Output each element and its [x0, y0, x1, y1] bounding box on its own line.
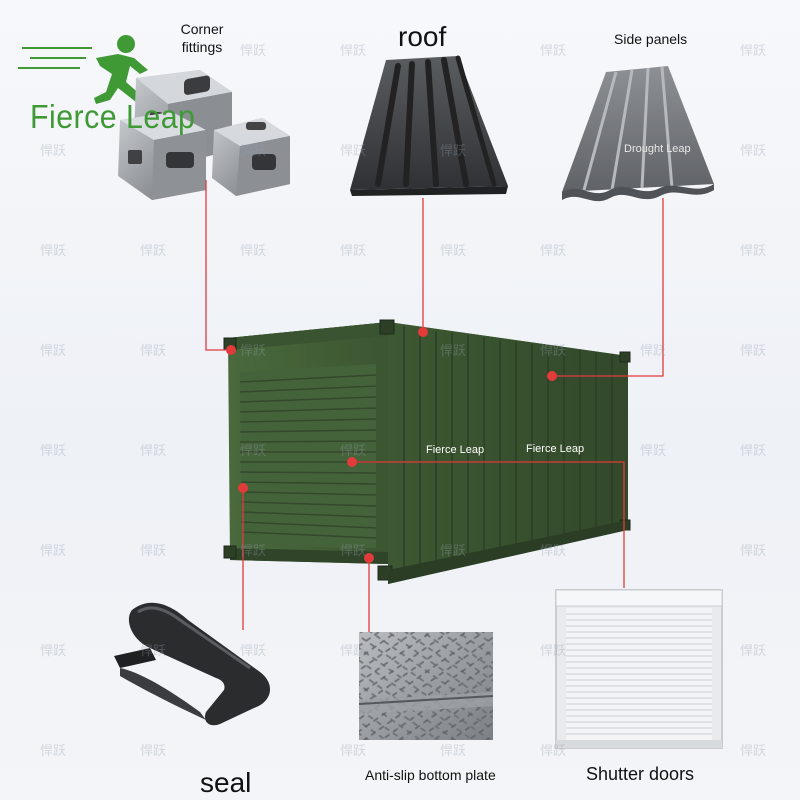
label-side-panels: Side panels — [614, 31, 688, 47]
watermark: 悍跃 — [240, 244, 267, 259]
watermark: 悍跃 — [640, 444, 667, 459]
watermark: 悍跃 — [40, 744, 67, 759]
watermark: 悍跃 — [340, 244, 367, 259]
watermark: 悍跃 — [740, 344, 767, 359]
container-mark-1: Fierce Leap — [426, 444, 485, 456]
watermark: 悍跃 — [40, 644, 67, 659]
watermark: 悍跃 — [340, 544, 367, 559]
side-panels-image — [562, 66, 714, 202]
marker-shutter-doors — [347, 457, 357, 467]
watermark: 悍跃 — [440, 244, 467, 259]
label-anti-slip-bottom-plate: Anti-slip bottom plate — [365, 767, 496, 783]
shipping-container-image — [223, 319, 631, 584]
watermark: 悍跃 — [140, 744, 167, 759]
watermark: 悍跃 — [240, 444, 267, 459]
watermark: 悍跃 — [40, 344, 67, 359]
container-mark-2: Fierce Leap — [526, 443, 585, 455]
watermark: 悍跃 — [40, 544, 67, 559]
label-roof: roof — [398, 21, 447, 52]
watermark: 悍跃 — [640, 344, 667, 359]
watermark: 悍跃 — [740, 444, 767, 459]
watermark: 悍跃 — [440, 544, 467, 559]
watermark: 悍跃 — [540, 744, 567, 759]
watermark: 悍跃 — [540, 544, 567, 559]
watermark: 悍跃 — [240, 44, 267, 59]
watermark: 悍跃 — [340, 44, 367, 59]
watermark: 悍跃 — [240, 644, 267, 659]
watermark: 悍跃 — [340, 144, 367, 159]
shutter-doors-image — [555, 589, 723, 749]
label-seal: seal — [200, 767, 252, 798]
watermark: 悍跃 — [440, 144, 467, 159]
label-corner-fittings: Corner fittings — [180, 21, 224, 55]
watermark: 悍跃 — [540, 244, 567, 259]
watermark: 悍跃 — [340, 644, 367, 659]
watermark: 悍跃 — [40, 144, 67, 159]
marker-roof — [418, 327, 428, 337]
label-shutter-doors: Shutter doors — [586, 764, 695, 784]
watermark: 悍跃 — [240, 544, 267, 559]
watermark: 悍跃 — [340, 744, 367, 759]
side-panel-mark: Drought Leap — [624, 143, 691, 155]
watermark: 悍跃 — [340, 444, 367, 459]
marker-seal — [238, 483, 248, 493]
watermark: 悍跃 — [740, 544, 767, 559]
watermark: 悍跃 — [140, 344, 167, 359]
watermark: 悍跃 — [740, 744, 767, 759]
watermark: 悍跃 — [240, 144, 267, 159]
marker-side-panels — [547, 371, 557, 381]
watermark: 悍跃 — [40, 244, 67, 259]
watermark: 悍跃 — [40, 444, 67, 459]
running-man-icon — [18, 35, 148, 104]
watermark: 悍跃 — [740, 144, 767, 159]
leader-line-corner-fittings — [205, 180, 230, 351]
watermark: 悍跃 — [540, 44, 567, 59]
watermark: 悍跃 — [140, 244, 167, 259]
watermark: 悍跃 — [540, 644, 567, 659]
leader-line-shutter-doors — [352, 461, 625, 588]
marker-corner-fittings — [226, 345, 236, 355]
brand-name: Fierce Leap — [30, 98, 196, 135]
watermark: 悍跃 — [740, 244, 767, 259]
leader-line-side-panels — [552, 198, 664, 377]
watermark: 悍跃 — [240, 344, 267, 359]
anti-slip-plate-image — [358, 632, 494, 740]
watermark: 悍跃 — [740, 44, 767, 59]
roof-image — [350, 55, 508, 196]
watermark: 悍跃 — [440, 344, 467, 359]
watermark: 悍跃 — [140, 544, 167, 559]
seal-image — [114, 602, 271, 726]
watermark: 悍跃 — [140, 444, 167, 459]
watermark: 悍跃 — [440, 744, 467, 759]
watermark: 悍跃 — [740, 644, 767, 659]
watermark: 悍跃 — [540, 344, 567, 359]
marker-bottom-plate — [364, 553, 374, 563]
watermark: 悍跃 — [140, 644, 167, 659]
corner-fittings-image — [118, 70, 290, 200]
